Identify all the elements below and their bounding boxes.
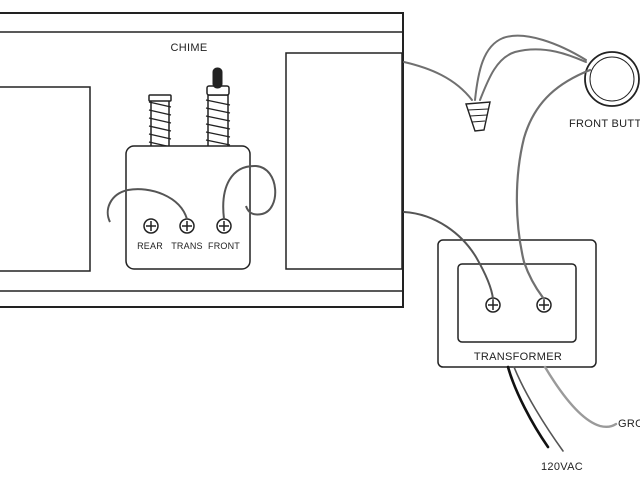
- chime-left-panel: [0, 86, 91, 272]
- terminal-label-rear: REAR: [137, 241, 163, 251]
- terminal-label-front: FRONT: [208, 241, 240, 251]
- chime-label: CHIME: [171, 42, 208, 54]
- button-to-transformer-wire: [515, 68, 592, 301]
- front-button-label: FRONT BUTTO: [569, 118, 640, 130]
- front-loop-wire: [222, 164, 277, 220]
- ground-wire: [543, 365, 618, 429]
- chime-unit: [0, 12, 404, 308]
- front-button: [584, 51, 640, 107]
- transformer-unit: [437, 239, 597, 368]
- power-white-wire: [513, 366, 564, 452]
- screw-icon: [485, 297, 501, 313]
- chime-internal-wires: [106, 164, 277, 223]
- wire-nut-to-button-wire-b: [479, 48, 587, 101]
- transformer-terminal-plate: [457, 263, 577, 343]
- transformer-housing: [437, 239, 597, 368]
- right-plunger-pin: [212, 67, 223, 89]
- chime-plungers: [148, 67, 231, 148]
- wire-nut-body: [465, 101, 491, 132]
- chime-to-transformer-wire: [403, 211, 494, 300]
- chime-right-panel: [285, 52, 403, 270]
- screw-icon: [179, 218, 195, 234]
- front-button-inner-ring: [589, 56, 635, 102]
- wire-nut: [465, 101, 491, 132]
- power-label: 120VAC: [541, 461, 583, 473]
- chime-terminal-board: [125, 145, 251, 270]
- chime-to-wire-nut-wire: [403, 61, 473, 101]
- wire-nut-ridges: [467, 108, 489, 123]
- right-plunger-coil: [205, 99, 231, 146]
- ground-label: GRO: [618, 418, 640, 430]
- left-plunger-coil: [148, 101, 172, 148]
- wire-nut-to-button-wire-a: [474, 34, 587, 101]
- rear-trans-loop-wire: [106, 188, 188, 223]
- screw-icon: [216, 218, 232, 234]
- left-plunger-cap: [148, 94, 172, 102]
- external-wires: [403, 34, 618, 452]
- power-black-wire: [506, 365, 550, 449]
- transformer-label: TRANSFORMER: [474, 351, 562, 363]
- chime-housing-top: [0, 12, 404, 308]
- terminal-label-trans: TRANS: [171, 241, 203, 251]
- front-button-outer-ring: [584, 51, 640, 107]
- screw-icon: [143, 218, 159, 234]
